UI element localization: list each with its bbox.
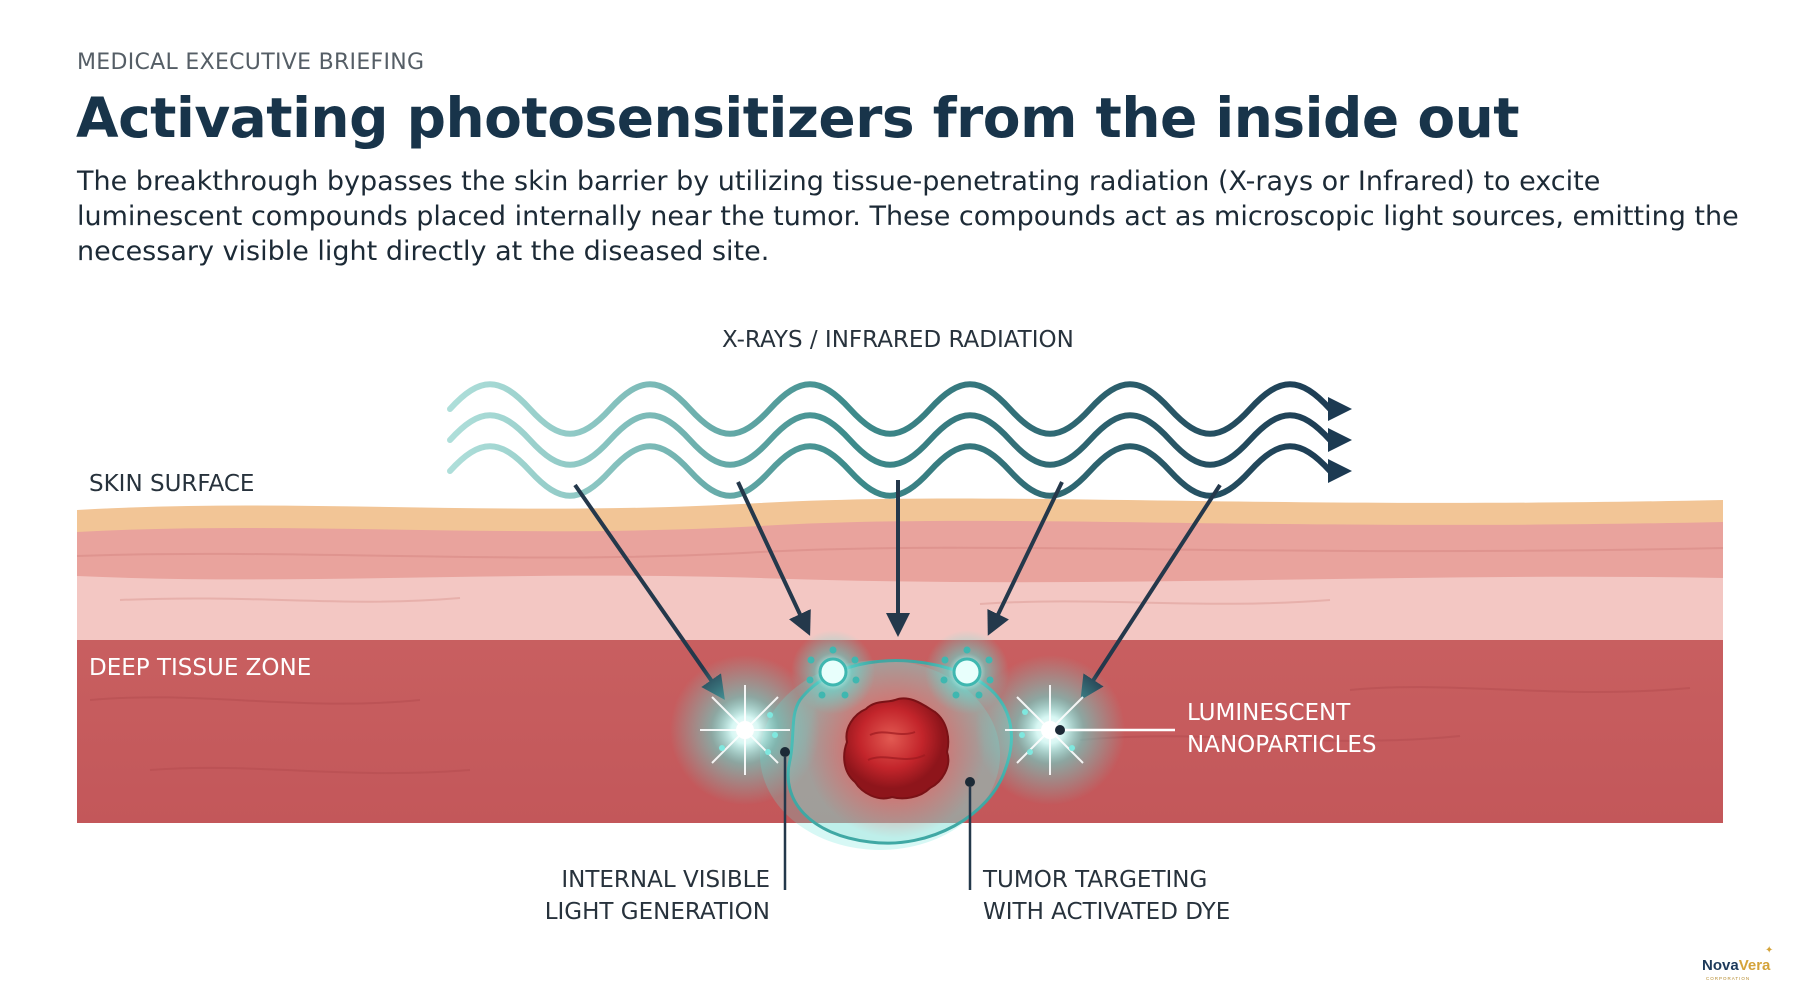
arrow-1 xyxy=(573,483,725,700)
tumor-targeting-label: TUMOR TARGETING WITH ACTIVATED DYE xyxy=(983,864,1230,928)
wave-1 xyxy=(447,381,1333,437)
nanoparticle-small-left xyxy=(791,630,875,714)
arrow-4 xyxy=(987,481,1064,636)
logo-star-icon: ✦ xyxy=(1765,945,1774,956)
arrow-2 xyxy=(736,481,811,636)
radiation-waves xyxy=(447,381,1333,499)
skin-surface-label: SKIN SURFACE xyxy=(89,471,255,497)
tumor-icon xyxy=(843,697,950,800)
nanoparticle-large-right xyxy=(975,655,1125,805)
arrow-5 xyxy=(1080,483,1222,701)
wave-2 xyxy=(447,412,1333,468)
tumor-targeting-line2: WITH ACTIVATED DYE xyxy=(983,899,1231,925)
logo-wordmark: NovaVera xyxy=(1702,957,1771,974)
nanoparticles-label-line2: NANOPARTICLES xyxy=(1187,732,1377,758)
radiation-label: X-RAYS / INFRARED RADIATION xyxy=(722,327,1074,353)
page-title: Activating photosensitizers from the ins… xyxy=(76,86,1520,150)
callout-lines xyxy=(780,725,1175,890)
light-generation-line1: INTERNAL VISIBLE xyxy=(561,867,770,893)
light-generation-label: INTERNAL VISIBLE LIGHT GENERATION xyxy=(545,864,770,928)
logo-subtitle: CORPORATION xyxy=(1706,976,1751,981)
nanoparticle-large-left xyxy=(670,655,820,805)
wave-arrowheads xyxy=(1328,397,1352,483)
light-generation-line2: LIGHT GENERATION xyxy=(544,899,770,925)
penetration-arrows xyxy=(573,480,1222,701)
intro-paragraph: The breakthrough bypasses the skin barri… xyxy=(77,166,1739,267)
tumor-targeting-line1: TUMOR TARGETING xyxy=(983,867,1208,893)
nanoparticles-label: LUMINESCENT NANOPARTICLES xyxy=(1187,697,1377,761)
wave-3 xyxy=(447,443,1333,499)
company-logo: ✦ NovaVera CORPORATION xyxy=(1698,943,1778,991)
nanoparticle-small-right xyxy=(925,630,1009,714)
page-eyebrow: MEDICAL EXECUTIVE BRIEFING xyxy=(77,50,425,75)
deep-tissue-label: DEEP TISSUE ZONE xyxy=(89,655,312,681)
nanoparticles-label-line1: LUMINESCENT xyxy=(1187,700,1351,726)
